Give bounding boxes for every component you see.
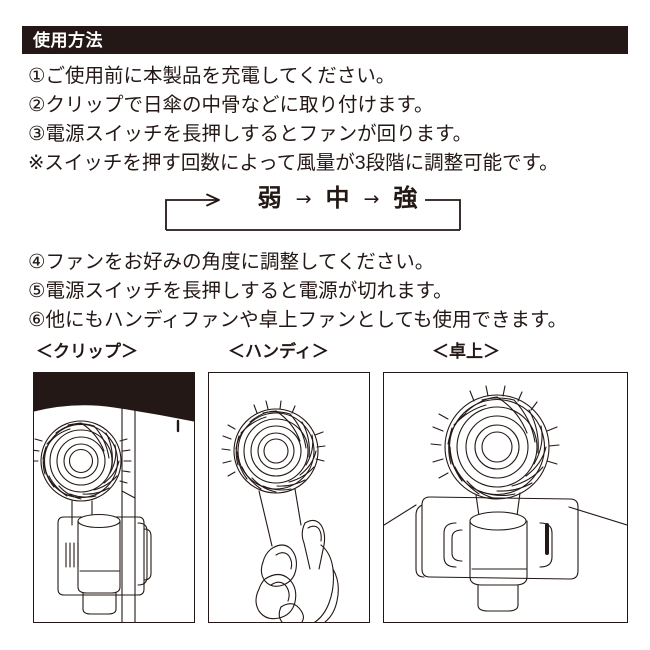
- panel-caption-desktop: ＜卓上＞: [432, 342, 500, 361]
- instruction-line: ①ご使用前に本製品を充電してください。: [28, 65, 396, 87]
- page-title: 使用方法: [33, 30, 103, 50]
- instruction-line: ②クリップで日傘の中骨などに取り付けます。: [28, 94, 434, 116]
- illustration-panel-handy: [208, 372, 370, 623]
- cycle-loop-graphic: [165, 193, 461, 231]
- wind-speed-cycle-diagram: 弱 → 中 → 強: [160, 183, 515, 235]
- instruction-list-top: ①ご使用前に本製品を充電してください。 ②クリップで日傘の中骨などに取り付けます…: [28, 62, 628, 178]
- panel-caption-row: ＜クリップ＞ ＜ハンディ＞ ＜卓上＞: [0, 343, 650, 367]
- instruction-line: ④ファンをお好みの角度に調整してください。: [28, 251, 435, 273]
- panel-caption-handy: ＜ハンディ＞: [228, 342, 329, 361]
- desktop-stand-fan-illustration: [384, 385, 627, 612]
- instruction-line: ③電源スイッチを長押しするとファンが回ります。: [28, 123, 473, 145]
- section-header-bar: 使用方法: [22, 26, 628, 54]
- instruction-line: ※スイッチを押す回数によって風量が3段階に調整可能です。: [28, 152, 559, 174]
- instruction-line: ⑤電源スイッチを長押しすると電源が切れます。: [28, 280, 453, 302]
- illustration-panel-desktop: [383, 372, 628, 623]
- instruction-line: ⑥他にもハンディファンや卓上ファンとしても使用できます。: [28, 309, 568, 331]
- instruction-list-bottom: ④ファンをお好みの角度に調整してください。 ⑤電源スイッチを長押しすると電源が切…: [28, 248, 628, 335]
- panel-caption-clip: ＜クリップ＞: [36, 342, 138, 361]
- clip-on-parasol-fan-illustration: [34, 373, 194, 622]
- handheld-fan-illustration: [221, 400, 339, 622]
- illustration-panel-clip: [33, 372, 195, 623]
